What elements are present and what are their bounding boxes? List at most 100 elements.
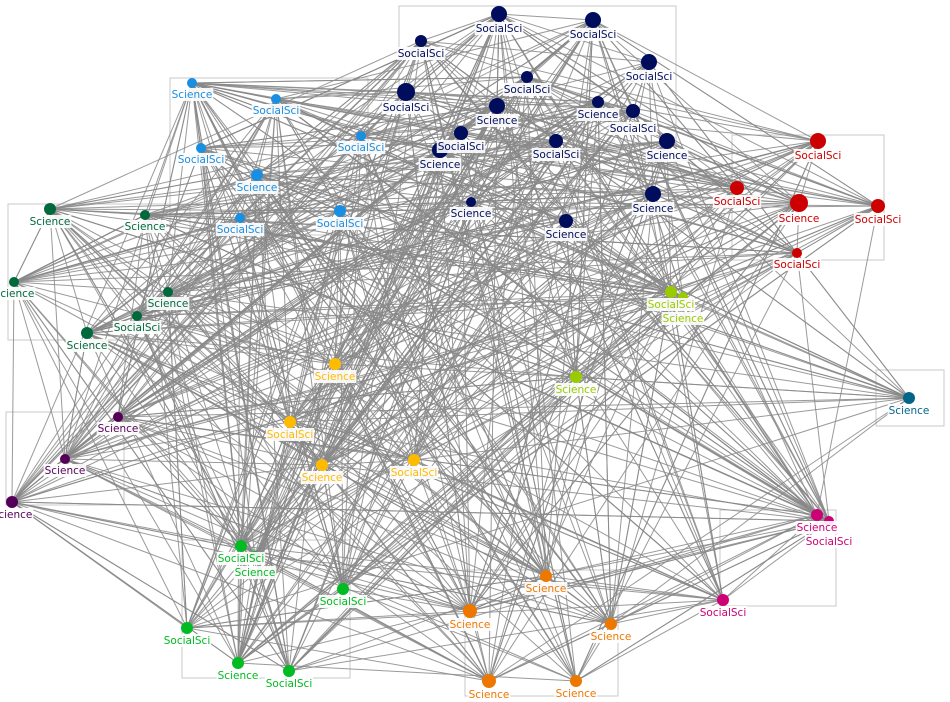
node-dot-red[interactable] bbox=[730, 181, 744, 195]
node-dot-navy[interactable] bbox=[659, 133, 675, 149]
node-dot-orange[interactable] bbox=[463, 604, 477, 618]
node-label: Science bbox=[578, 109, 619, 121]
edge bbox=[191, 82, 471, 612]
node-dot-yellow[interactable] bbox=[408, 454, 420, 466]
node-dot-teal[interactable] bbox=[903, 392, 915, 404]
node-dot-purple[interactable] bbox=[6, 496, 18, 508]
edge bbox=[167, 291, 724, 601]
node-dot-red[interactable] bbox=[790, 194, 808, 212]
edge bbox=[470, 201, 724, 601]
node-dot-blue[interactable] bbox=[235, 213, 245, 223]
node-dot-blue[interactable] bbox=[187, 78, 197, 88]
node-dot-blue[interactable] bbox=[334, 205, 346, 217]
node-dot-navy[interactable] bbox=[415, 35, 427, 47]
node-dot-orange[interactable] bbox=[570, 675, 582, 687]
label-background bbox=[436, 140, 486, 153]
node-dot-navy[interactable] bbox=[645, 186, 661, 202]
edge bbox=[796, 252, 830, 522]
edge bbox=[86, 98, 277, 334]
label-background bbox=[531, 148, 581, 161]
node-dot-lime[interactable] bbox=[570, 371, 582, 383]
node-dot-darkgreen[interactable] bbox=[9, 277, 19, 287]
node-dot-magenta[interactable] bbox=[811, 509, 823, 521]
node-dot-green[interactable] bbox=[232, 657, 244, 669]
edge bbox=[632, 110, 830, 522]
edge bbox=[575, 252, 798, 682]
node-dot-blue[interactable] bbox=[196, 143, 206, 153]
node-dot-green[interactable] bbox=[283, 665, 295, 677]
node-dot-navy[interactable] bbox=[549, 134, 563, 148]
edge bbox=[64, 82, 193, 460]
node-dot-red[interactable] bbox=[871, 199, 885, 213]
edge bbox=[334, 13, 500, 365]
edge bbox=[275, 98, 291, 423]
node-dot-navy[interactable] bbox=[466, 197, 476, 207]
node-dot-red[interactable] bbox=[810, 133, 826, 149]
node-label-group: SocialSci bbox=[251, 104, 301, 117]
node-dot-darkgreen[interactable] bbox=[44, 203, 56, 215]
node-dot-yellow[interactable] bbox=[284, 416, 296, 428]
edge bbox=[64, 174, 258, 460]
edge bbox=[239, 98, 277, 219]
node-dot-green[interactable] bbox=[235, 540, 247, 552]
node-dot-blue[interactable] bbox=[271, 94, 281, 104]
node-label: Science bbox=[450, 619, 491, 631]
node-dot-darkgreen[interactable] bbox=[163, 287, 173, 297]
edge bbox=[167, 174, 258, 293]
edge bbox=[413, 459, 471, 612]
label-background bbox=[300, 471, 344, 484]
edge bbox=[86, 332, 577, 378]
edge bbox=[64, 458, 612, 625]
label-background bbox=[216, 669, 260, 682]
node-dot-darkgreen[interactable] bbox=[81, 327, 93, 339]
node-dot-yellow[interactable] bbox=[329, 358, 341, 370]
edge bbox=[117, 40, 422, 418]
node-dot-green[interactable] bbox=[181, 622, 193, 634]
edge bbox=[342, 588, 471, 612]
node-dot-blue[interactable] bbox=[251, 169, 263, 181]
node-label-group: Science bbox=[96, 422, 140, 435]
node-dot-purple[interactable] bbox=[113, 412, 123, 422]
node-label: SocialSci bbox=[217, 224, 264, 236]
node-dot-navy[interactable] bbox=[626, 104, 640, 118]
node-dot-navy[interactable] bbox=[454, 126, 468, 140]
node-dot-navy[interactable] bbox=[559, 214, 573, 228]
node-dot-orange[interactable] bbox=[482, 674, 496, 688]
edge bbox=[237, 363, 336, 664]
node-dot-navy[interactable] bbox=[641, 54, 657, 70]
node-dot-orange[interactable] bbox=[540, 570, 552, 582]
label-background bbox=[608, 122, 658, 135]
node-dot-purple[interactable] bbox=[60, 454, 70, 464]
label-background bbox=[318, 595, 368, 608]
node-label-group: SocialSci bbox=[772, 258, 822, 271]
node-dot-darkgreen[interactable] bbox=[140, 210, 150, 220]
edge bbox=[49, 208, 612, 625]
node-dot-navy[interactable] bbox=[585, 12, 601, 28]
node-dot-blue[interactable] bbox=[356, 131, 366, 141]
node-dot-navy[interactable] bbox=[491, 6, 507, 22]
node-dot-navy[interactable] bbox=[397, 83, 415, 101]
node-dot-navy[interactable] bbox=[489, 98, 505, 114]
node-label: SocialSci bbox=[218, 553, 265, 565]
edge bbox=[186, 40, 422, 629]
node-dot-magenta[interactable] bbox=[717, 594, 729, 606]
edge bbox=[555, 140, 818, 516]
node-dot-orange[interactable] bbox=[605, 618, 617, 630]
node-dot-green[interactable] bbox=[337, 583, 349, 595]
node-label: Science bbox=[546, 229, 587, 241]
node-dot-navy[interactable] bbox=[521, 71, 533, 83]
node-label-group: Science bbox=[795, 521, 839, 534]
node-label: Science bbox=[469, 689, 510, 701]
edge bbox=[200, 147, 547, 577]
edge bbox=[144, 214, 239, 664]
node-label: SocialSci bbox=[164, 635, 211, 647]
node-dot-navy[interactable] bbox=[592, 96, 604, 108]
edge bbox=[13, 281, 290, 672]
node-dot-yellow[interactable] bbox=[316, 459, 328, 471]
edge bbox=[592, 19, 738, 189]
label-background bbox=[313, 370, 357, 383]
edge bbox=[11, 140, 668, 503]
node-dot-darkgreen[interactable] bbox=[132, 311, 142, 321]
node-dot-lime[interactable] bbox=[665, 286, 677, 298]
node-dot-red[interactable] bbox=[792, 248, 802, 258]
